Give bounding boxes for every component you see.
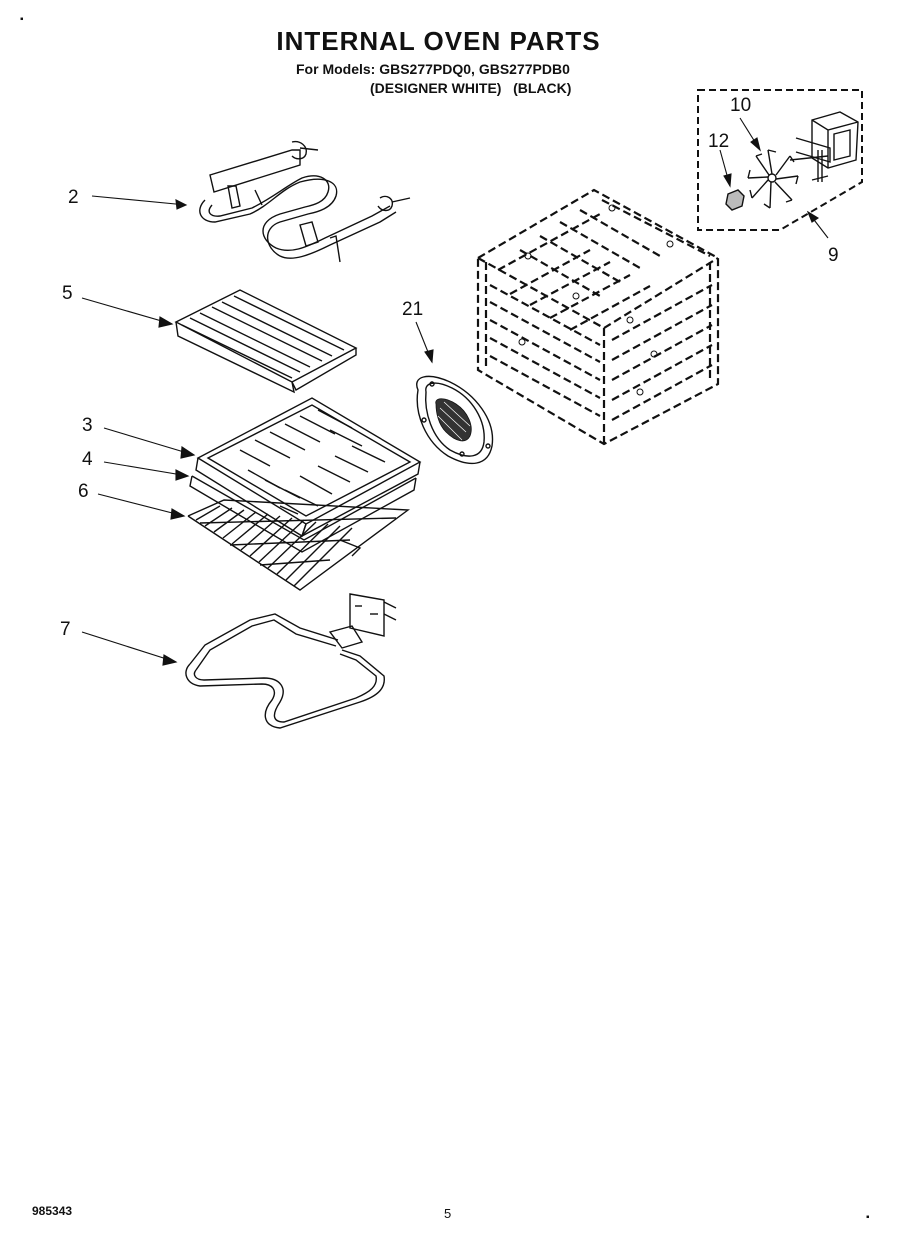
broiler-pan (190, 398, 420, 552)
callout-5: 5 (62, 283, 73, 304)
oven-rack (188, 500, 408, 590)
callout-6: 6 (78, 481, 89, 502)
oven-cavity-outline (478, 190, 718, 444)
callout-10: 10 (730, 95, 752, 116)
document-code: 985343 (32, 1204, 73, 1218)
nut (726, 190, 744, 210)
corner-mark: ▪ (20, 14, 24, 25)
callout-7: 7 (60, 619, 71, 640)
callout-4: 4 (82, 449, 93, 470)
callout-9: 9 (828, 245, 839, 266)
callout-leaders (82, 118, 828, 665)
fan-blade (748, 150, 798, 208)
callout-12: 12 (708, 131, 730, 152)
convection-fan-cover (417, 376, 493, 463)
callout-3: 3 (82, 415, 93, 436)
models-line: For Models: GBS277PDQ0, GBS277PDB0 (296, 61, 570, 77)
oven-liner (176, 290, 356, 392)
colors-line: (DESIGNER WHITE) (BLACK) (370, 80, 572, 96)
callout-21: 21 (402, 299, 424, 320)
bake-element (186, 594, 396, 728)
broil-element (200, 142, 410, 262)
page-title: INTERNAL OVEN PARTS (276, 26, 601, 56)
callout-2: 2 (68, 187, 79, 208)
corner-mark-bottom: ▪ (866, 1212, 870, 1223)
fan-motor-assembly (698, 90, 862, 230)
page-number: 5 (444, 1206, 452, 1221)
